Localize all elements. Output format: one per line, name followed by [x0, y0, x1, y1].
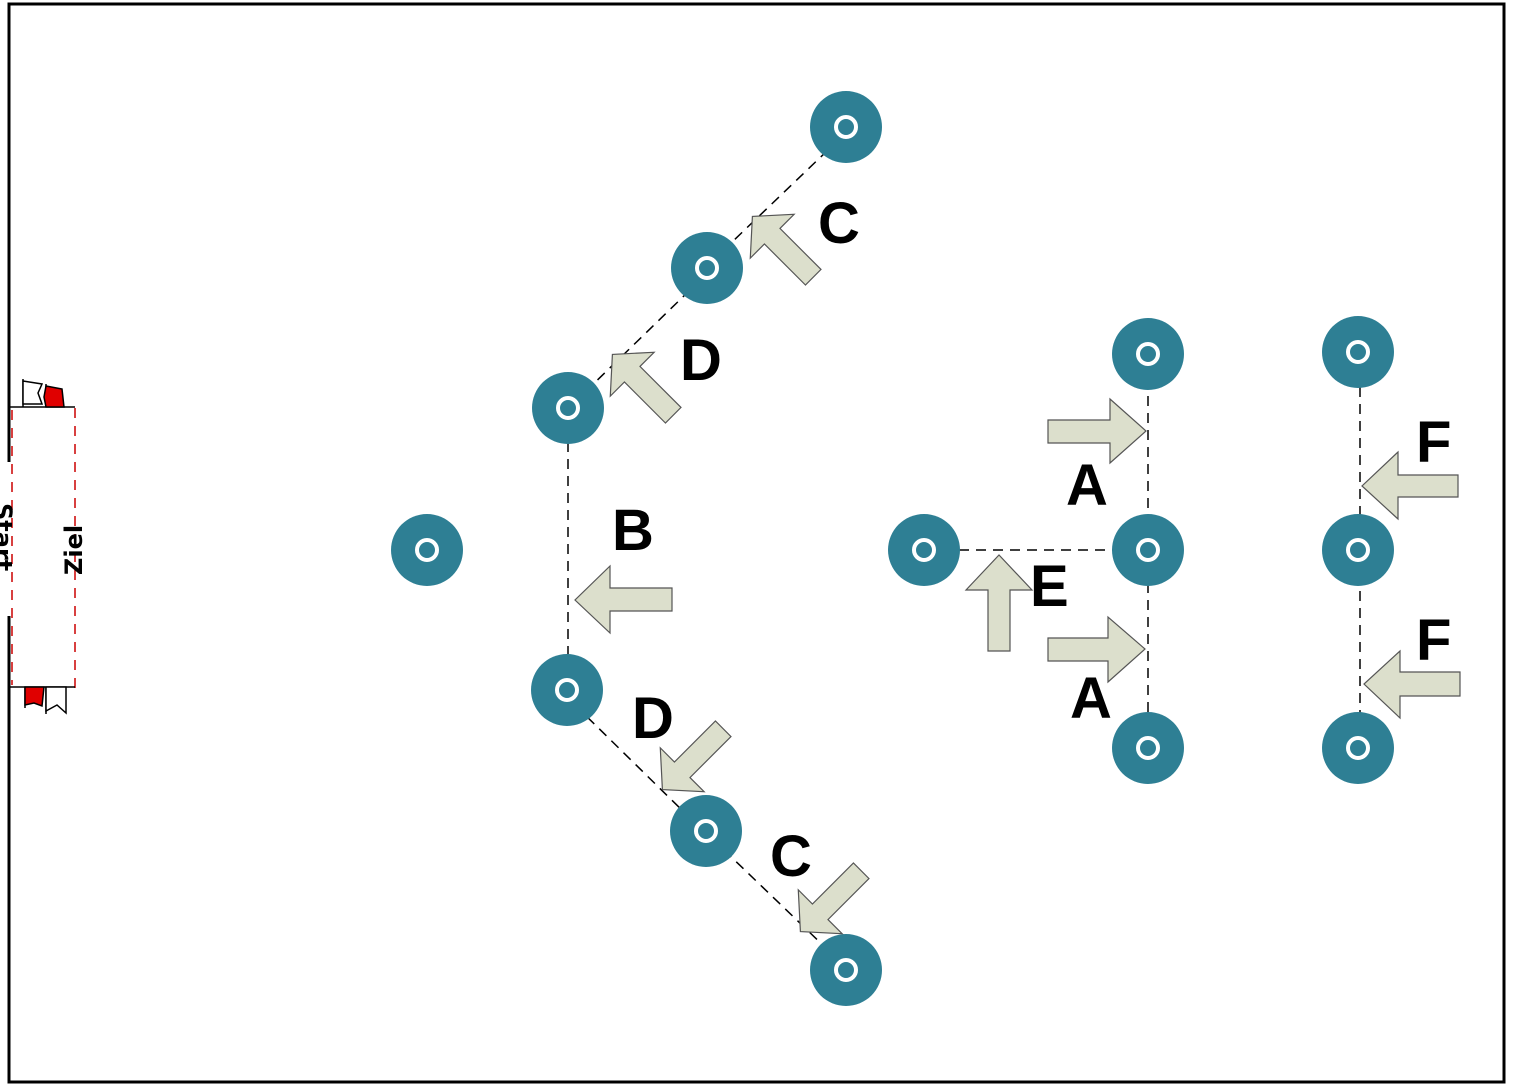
cone-a-top-icon — [1112, 318, 1184, 390]
arrow-d-top-icon — [609, 351, 682, 424]
label-f-top: F — [1416, 410, 1451, 475]
gate-opening — [4, 462, 14, 616]
start-label: Start — [0, 503, 17, 571]
finish-label: Ziel — [60, 525, 88, 575]
label-c-top: C — [818, 191, 860, 256]
cone-start-icon — [391, 514, 463, 586]
arrow-a-top-icon — [1047, 397, 1147, 465]
arrow-f-bottom-icon — [1363, 649, 1461, 720]
label-b: B — [612, 498, 654, 563]
flag-white-top-icon — [22, 379, 44, 407]
label-d-top: D — [680, 328, 722, 393]
section-labels: C D B D C A A E F F — [612, 191, 1451, 889]
cone-c-bottom-icon — [810, 934, 882, 1006]
label-e: E — [1030, 554, 1069, 619]
route-d-bottom — [574, 704, 691, 819]
field-border — [7, 2, 1506, 1084]
cone-f-bottom-icon — [1322, 712, 1394, 784]
flag-red-top-icon — [43, 384, 65, 408]
cone-d-top-mid-icon — [671, 232, 743, 304]
arrows-layer — [574, 213, 1461, 935]
label-c-bottom: C — [770, 824, 812, 889]
flag-white-bottom-icon — [45, 686, 67, 715]
label-a-bottom: A — [1070, 666, 1112, 731]
flag-red-bottom-icon — [24, 686, 45, 708]
label-a-top: A — [1066, 453, 1108, 518]
arrow-a-bottom-icon — [1047, 615, 1146, 684]
cone-b-bottom-icon — [531, 654, 603, 726]
route-d-top — [579, 289, 691, 398]
cone-f-top-icon — [1322, 316, 1394, 388]
label-d-bottom: D — [632, 686, 674, 751]
arrow-b-icon — [574, 564, 673, 635]
arrow-e-icon — [964, 554, 1034, 652]
arrow-d-bottom-icon — [659, 720, 732, 793]
cone-a-bottom-icon — [1112, 712, 1184, 784]
arrow-c-bottom-icon — [797, 862, 870, 935]
cone-c-top-icon — [810, 91, 882, 163]
markers-layer — [391, 91, 1394, 1006]
cone-e-left-icon — [888, 514, 960, 586]
cone-f-middle-icon — [1322, 514, 1394, 586]
route-c-top — [730, 149, 829, 244]
cone-a-middle-icon — [1112, 514, 1184, 586]
label-f-bottom: F — [1416, 608, 1451, 673]
arrow-f-top-icon — [1361, 450, 1459, 521]
route-c-bottom — [723, 849, 831, 953]
cone-d-bottom-mid-icon — [670, 795, 742, 867]
cone-b-top-icon — [532, 372, 604, 444]
arrow-c-top-icon — [749, 213, 822, 286]
